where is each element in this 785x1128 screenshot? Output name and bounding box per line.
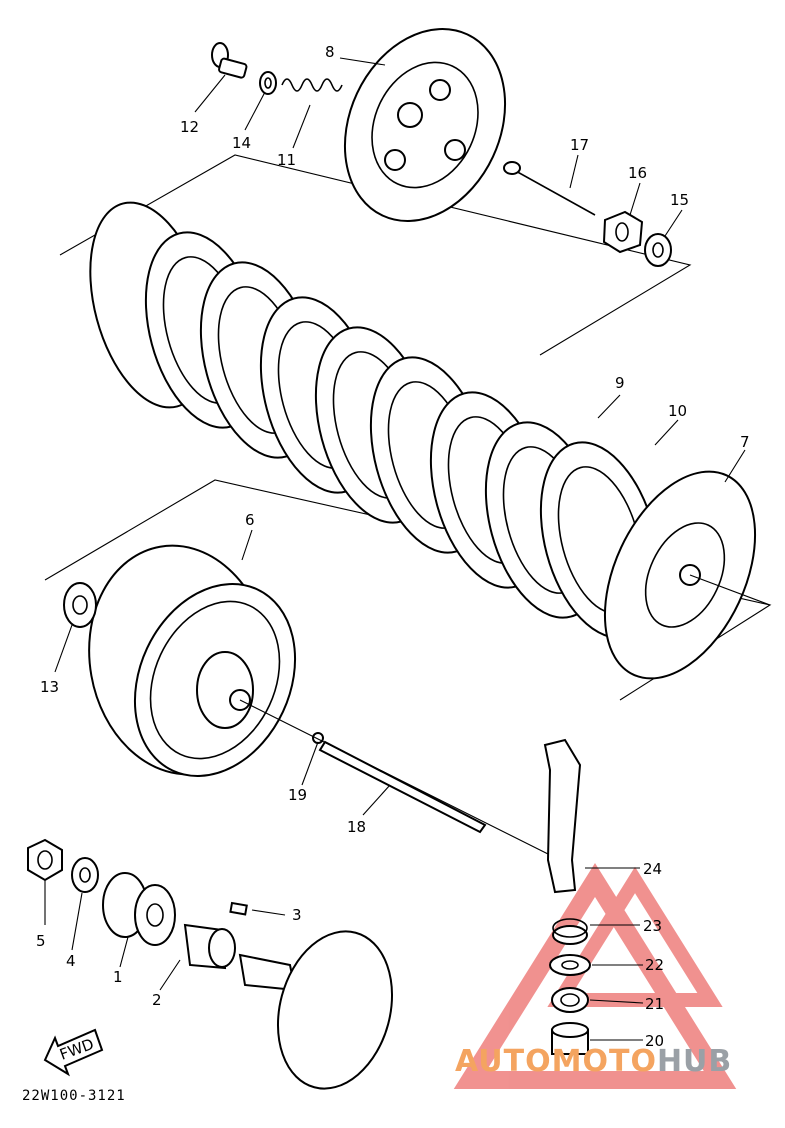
callout-3: 3 xyxy=(292,906,302,924)
spring-part-11 xyxy=(281,78,343,92)
callout-23: 23 xyxy=(643,917,662,935)
nut-part-5 xyxy=(27,838,63,882)
callout-11: 11 xyxy=(277,151,296,169)
washer-part-15 xyxy=(644,233,672,267)
callout-8: 8 xyxy=(325,43,335,61)
push-rod-part-18 xyxy=(318,740,487,834)
watermark-part2: HUB xyxy=(656,1044,733,1079)
nut-part-16 xyxy=(602,210,644,254)
washer-part-22 xyxy=(549,954,591,976)
watermark-logo-icon xyxy=(453,863,737,1089)
watermark-part1: AUTOMOTO xyxy=(455,1044,657,1079)
bushing-part-2 xyxy=(183,923,236,970)
push-rod-part-17 xyxy=(503,161,596,216)
driven-gear-shaft xyxy=(238,930,394,1090)
oil-seal-part-21 xyxy=(551,987,589,1013)
callout-12: 12 xyxy=(180,118,199,136)
callout-5: 5 xyxy=(36,932,46,950)
washer-part-14 xyxy=(259,71,277,95)
callout-14: 14 xyxy=(232,134,251,152)
bolt-part-12 xyxy=(211,42,248,79)
callout-13: 13 xyxy=(40,678,59,696)
friction-plates-stack xyxy=(89,201,661,639)
callout-16: 16 xyxy=(628,164,647,182)
callout-1: 1 xyxy=(113,968,123,986)
callout-15: 15 xyxy=(670,191,689,209)
pressure-plate-part-8 xyxy=(343,27,507,223)
callout-19: 19 xyxy=(288,786,307,804)
ball-part-19 xyxy=(312,732,324,744)
callout-labels: 1 2 3 4 5 6 7 8 9 10 11 12 13 14 15 16 1… xyxy=(36,43,750,1050)
bearing-part-20 xyxy=(551,1022,589,1055)
callout-6: 6 xyxy=(245,511,255,529)
callout-7: 7 xyxy=(740,433,750,451)
watermark-text: AUTOMOTOHUB xyxy=(455,1044,732,1079)
clutch-housing-part-6 xyxy=(88,544,297,778)
key-part-3 xyxy=(229,901,248,916)
callout-18: 18 xyxy=(347,818,366,836)
callout-10: 10 xyxy=(668,402,687,420)
callout-24: 24 xyxy=(643,860,662,878)
callout-21: 21 xyxy=(645,995,664,1013)
callout-9: 9 xyxy=(615,374,625,392)
callout-leaders xyxy=(44,57,746,1041)
push-lever-shaft-part-24 xyxy=(543,738,582,894)
gear-part-1 xyxy=(102,872,176,946)
thrust-washer-part-13 xyxy=(63,582,97,628)
callout-17: 17 xyxy=(570,136,589,154)
callout-22: 22 xyxy=(645,956,664,974)
diagram-code: 22W100-3121 xyxy=(22,1088,126,1104)
washer-part-4 xyxy=(71,857,99,893)
fwd-arrow-icon: FWD xyxy=(43,1028,104,1077)
clutch-boss-part-7 xyxy=(603,470,771,680)
callout-4: 4 xyxy=(66,952,76,970)
callout-2: 2 xyxy=(152,991,162,1009)
spring-part-23 xyxy=(552,918,588,945)
callout-20: 20 xyxy=(645,1032,664,1050)
